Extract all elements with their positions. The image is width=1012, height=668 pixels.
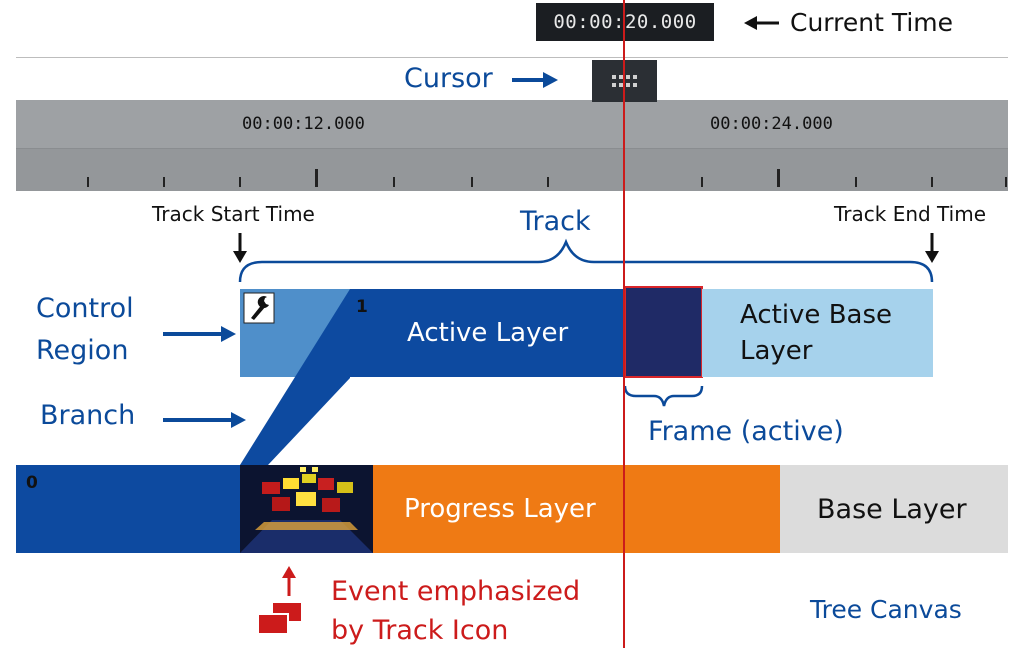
control-region-label-line2: Region: [36, 335, 129, 366]
time-tick-label-12s: 00:00:12.000: [242, 114, 365, 134]
current-time-arrow: [744, 16, 779, 30]
tree-canvas-label: Tree Canvas: [810, 595, 962, 624]
track-label: Track: [520, 206, 591, 237]
minor-tick: [239, 177, 241, 187]
track-start-time-label: Track Start Time: [152, 202, 315, 226]
control-region-arrow: [163, 326, 236, 342]
base-layer-bar[interactable]: [780, 465, 1008, 553]
branch-arrow: [163, 412, 246, 428]
minor-tick: [855, 177, 857, 187]
track-end-arrow: [925, 233, 939, 263]
minor-tick: [547, 177, 549, 187]
track-event-icon: [257, 601, 303, 635]
minor-tick: [1005, 177, 1007, 187]
event-up-arrow: [282, 566, 296, 596]
major-tick: [777, 169, 780, 187]
branch-label: Branch: [40, 400, 136, 431]
active-frame[interactable]: [624, 286, 703, 378]
active-layer-label: Active Layer: [407, 318, 569, 348]
grid-dots-icon: [612, 75, 637, 87]
frame-brace: [623, 385, 704, 407]
control-region-label-line1: Control: [36, 293, 134, 324]
upper-track-index: 1: [356, 297, 368, 317]
minor-tick: [163, 177, 165, 187]
cursor-label: Cursor: [404, 63, 493, 94]
timeline-ruler-labels[interactable]: 00:00:12.000 00:00:24.000: [16, 100, 1008, 148]
cursor-arrow: [512, 72, 558, 88]
active-base-layer-label-line2: Layer: [740, 336, 813, 366]
branch-connector: [240, 289, 350, 465]
current-time-label: Current Time: [790, 8, 954, 37]
minor-tick: [393, 177, 395, 187]
thumbnail-scene: [240, 467, 373, 553]
active-base-layer-bar[interactable]: [702, 289, 933, 377]
playhead-line[interactable]: [623, 0, 625, 648]
time-tick-label-24s: 00:00:24.000: [710, 114, 833, 134]
track-brace: [238, 238, 934, 283]
base-layer-label: Base Layer: [817, 494, 967, 525]
minor-tick: [87, 177, 89, 187]
minor-tick: [931, 177, 933, 187]
event-label-line1: Event emphasized: [331, 576, 581, 607]
event-label-line2: by Track Icon: [331, 615, 509, 646]
lower-track-index: 0: [26, 473, 38, 493]
minor-tick: [701, 177, 703, 187]
progress-layer-bar[interactable]: [373, 465, 780, 553]
track-start-arrow: [233, 233, 247, 263]
frame-active-label: Frame (active): [648, 416, 844, 447]
progress-layer-label: Progress Layer: [404, 494, 596, 524]
active-layer-bar[interactable]: [350, 289, 625, 377]
top-separator-line: [16, 57, 1008, 58]
minor-tick: [471, 177, 473, 187]
lower-track-start-bar[interactable]: [16, 465, 242, 553]
major-tick: [315, 169, 318, 187]
track-end-time-label: Track End Time: [834, 202, 987, 226]
active-base-layer-label-line1: Active Base: [740, 300, 893, 330]
wrench-icon: [243, 292, 275, 324]
